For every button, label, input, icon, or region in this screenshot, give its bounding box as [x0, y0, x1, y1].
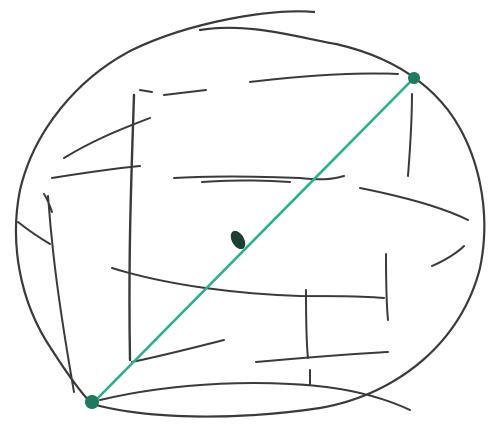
- stroke-h14: [18, 222, 50, 244]
- stroke-h7: [360, 188, 468, 220]
- stroke-h8: [112, 268, 384, 298]
- endpoint-dot-top: [408, 72, 420, 84]
- stroke-v1: [129, 95, 134, 360]
- stroke-h2: [250, 73, 398, 82]
- stroke-h4: [52, 166, 140, 178]
- stroke-v5: [306, 290, 308, 358]
- stroke-h6: [202, 181, 290, 183]
- stroke-v3: [408, 94, 412, 176]
- stroke-h1: [164, 90, 206, 95]
- diagonal-line: [92, 76, 416, 404]
- endpoint-dot-bottom: [85, 395, 99, 409]
- stroke-h3: [64, 118, 150, 158]
- stroke-h11: [256, 352, 388, 362]
- stroke-v7: [140, 90, 152, 92]
- stroke-h9: [432, 246, 464, 266]
- stroke-v4: [386, 254, 388, 320]
